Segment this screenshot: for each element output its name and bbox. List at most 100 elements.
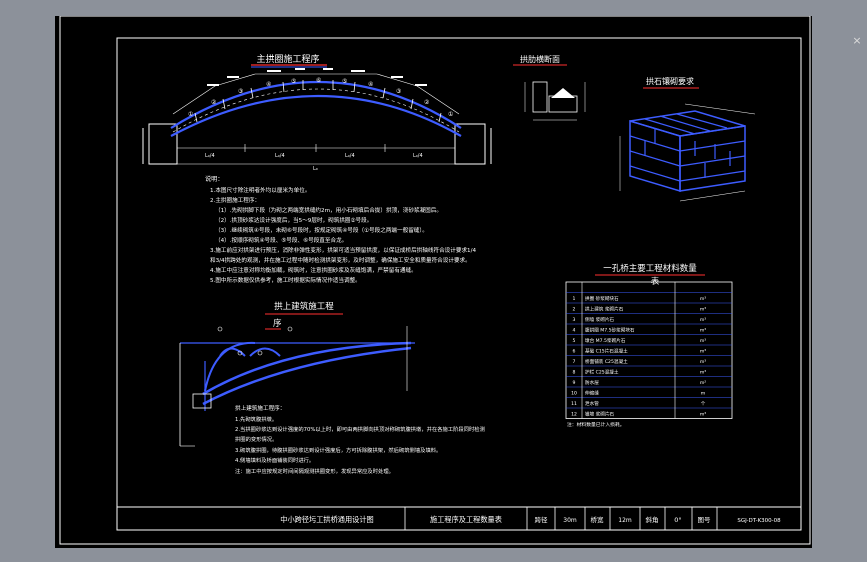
project-name: 中小跨径圬工拱桥通用设计图 (280, 515, 373, 524)
super-note-line: 1.先砌筑腹拱墩。 (235, 415, 277, 423)
table-cell-item: 锥坡 浆砌片石 (585, 411, 614, 418)
cad-drawing: 主拱圈施工程序 ① ② ③ ④ ⑤ (59, 16, 811, 545)
table-cell-index: 7 (573, 359, 576, 365)
skew-value: 0° (674, 516, 681, 524)
sheet-frame (59, 16, 811, 545)
table-cell-item: 拱圈 砂浆砌块石 (585, 295, 619, 302)
table-cell-unit: m³ (700, 317, 706, 323)
span-value: 30m (563, 517, 577, 524)
note-line: 3.施工前应对拱架进行预压，消除非弹性变形，拱架可适当预留拱度，以保证成桥后拱轴… (210, 246, 477, 254)
table-cell-item: 护栏 C25混凝土 (585, 369, 619, 376)
superstructure-elevation (179, 326, 415, 447)
skew-label: 斜角 (646, 515, 659, 524)
super-notes: 拱上建筑施工程序： 1.先砌筑腹拱墩。 2.当拱圈砂浆达到设计强度的70%以上时… (235, 404, 485, 475)
table-cell-unit: m³ (700, 338, 706, 344)
notes-header: 说明： (205, 175, 224, 183)
table-cell-item: 防水层 (585, 379, 599, 386)
arch-rib-title: 拱肋横断面 (520, 54, 560, 64)
seg-label: ⑤ (291, 78, 296, 85)
table-cell-item: 泄水管 (585, 400, 599, 407)
drawing-number: SGJ-DT-K300-08 (737, 518, 781, 524)
dim-label: L₀/4 (275, 153, 285, 159)
table-cell-unit: m³ (700, 370, 706, 376)
super-note-line: 拱圈的变形情况。 (235, 435, 277, 443)
table-cell-unit: 个 (701, 401, 706, 407)
dim-label: L₀/4 (413, 153, 423, 159)
main-arch-elevation: ① ② ③ ④ ⑤ ⑥ ⑤ ④ ③ ② ① (142, 68, 492, 172)
table-cell-unit: m³ (700, 307, 706, 313)
super-note-line: 4.侧墙填料及桥面铺装同时进行。 (235, 456, 314, 464)
table-frame (565, 281, 733, 419)
dim-label: L₀/4 (205, 153, 215, 159)
table-cell-index: 1 (573, 296, 576, 302)
right-abutment (454, 123, 486, 165)
table-cell-item: 基础 C15片石混凝土 (585, 348, 628, 355)
seg-label: ③ (396, 88, 401, 95)
stone-title: 拱石镶砌要求 (646, 76, 694, 86)
table-cell-item: 伸缩缝 (585, 390, 599, 397)
super-title-cont: 序 (273, 318, 282, 329)
note-line: 1.本图尺寸除注明者外均以厘米为单位。 (210, 186, 310, 194)
title-block: 中小跨径圬工拱桥通用设计图 施工程序及工程数量表 跨径 30m 桥宽 12m 斜… (116, 506, 802, 531)
seg-label: ① (188, 111, 193, 118)
table-cell-index: 4 (573, 328, 576, 334)
seg-label: ⑤ (342, 78, 347, 85)
super-note-line: 3.砌筑腹拱圈，待腹拱圈砂浆达到设计强度后，方可拆除腹拱架，然后砌筑侧墙及填料。 (235, 446, 441, 454)
table-cell-index: 3 (573, 317, 576, 323)
table-cell-unit: m³ (700, 328, 706, 334)
table-cell-unit: m² (700, 381, 706, 386)
table-cell-item: 腹拱圈 M7.5砂浆砌块石 (585, 327, 635, 334)
dim-label: L₀/4 (345, 153, 355, 159)
super-note-line: 注：施工中应按规定时间间隔观测拱圈变形，发现异常应及时处理。 (235, 467, 394, 475)
table-cell-index: 6 (573, 349, 576, 355)
table-cell-index: 8 (573, 370, 576, 376)
table-cell-unit: m³ (700, 296, 706, 302)
width-value: 12m (618, 517, 632, 524)
note-line: 4.施工中应注意对称均衡加载，砌筑时，注意拱圈砂浆及灰缝饱满，严禁留有通缝。 (210, 266, 417, 274)
note-line: （3）.继续砌筑④号段，未砌⑥号段时，按规定砌筑④号段（①号段之两端一般留缝）。 (215, 226, 428, 234)
table-cell-item: 墩台 M7.5浆砌片石 (585, 337, 626, 344)
general-notes: 说明： 1.本图尺寸除注明者外均以厘米为单位。 2.主拱圈施工程序： （1）.先… (205, 175, 477, 284)
seg-label: ② (424, 99, 430, 106)
drawing-name: 施工程序及工程数量表 (430, 515, 502, 524)
note-line: 2.主拱圈施工程序： (210, 196, 260, 204)
seg-label: ④ (368, 81, 373, 88)
table-cell-item: 桥面铺装 C25混凝土 (585, 358, 628, 365)
note-line: 5.图中所示数据仅供参考，施工时根据实际情况作适当调整。 (210, 276, 361, 284)
seg-label: ⑥ (316, 77, 321, 84)
close-icon[interactable]: × (852, 34, 862, 47)
table-title-cont: 表 (651, 276, 660, 287)
table-cell-index: 12 (571, 412, 577, 418)
cad-viewport[interactable]: 主拱圈施工程序 ① ② ③ ④ ⑤ (55, 16, 862, 548)
note-line: 和3/4拱跨处的观测，并在施工过程中随时检测拱架变形，及时调整，确保施工安全和质… (210, 256, 471, 264)
note-line: （1）.先砌拱脚下段（为砌之两端宽拱缝约2m，用小石砌填后合拢）拱顶，浇砂浆凝固… (215, 206, 442, 214)
seg-label: ③ (238, 88, 243, 95)
super-note-line: 2.当拱圈砂浆达到设计强度的70%以上时，即可由两拱脚向拱顶对称砌筑腹拱墩，并在… (235, 425, 485, 433)
table-cell-unit: m (701, 392, 706, 397)
table-cell-index: 11 (571, 401, 577, 407)
seg-label: ④ (266, 81, 271, 88)
table-cell-index: 5 (573, 338, 576, 344)
table-cell-index: 10 (571, 391, 577, 397)
super-title: 拱上建筑施工程 (274, 301, 334, 312)
table-cell-unit: m³ (700, 349, 706, 355)
drawing-number-label: 图号 (698, 516, 712, 524)
table-footnote: 注：材料数量已计入损耗。 (567, 421, 625, 428)
seg-label: ① (448, 111, 453, 118)
main-arch-title: 主拱圈施工程序 (256, 53, 319, 65)
table-cell-unit: m³ (700, 359, 706, 365)
table-cell-index: 2 (573, 307, 576, 313)
note-line: （4）.按顺序砌筑④号段、⑤号段、⑥号段直至合龙。 (215, 236, 347, 244)
arch-rib-section (524, 81, 586, 121)
table-title: 一孔桥主要工程材料数量 (603, 263, 697, 274)
note-line: （2）.拱顶砂浆达设计强度后，当5～9层时，砌筑拱圈②号段。 (215, 216, 372, 224)
super-notes-header: 拱上建筑施工程序： (235, 404, 285, 412)
span-label: L₀ (313, 166, 318, 172)
table-cell-index: 9 (573, 380, 576, 386)
width-label: 桥宽 (591, 515, 605, 524)
span-label: 跨径 (535, 515, 549, 524)
stone-masonry-sketch (619, 103, 756, 202)
left-abutment (148, 123, 178, 165)
table-cell-item: 侧墙 浆砌片石 (585, 316, 614, 323)
